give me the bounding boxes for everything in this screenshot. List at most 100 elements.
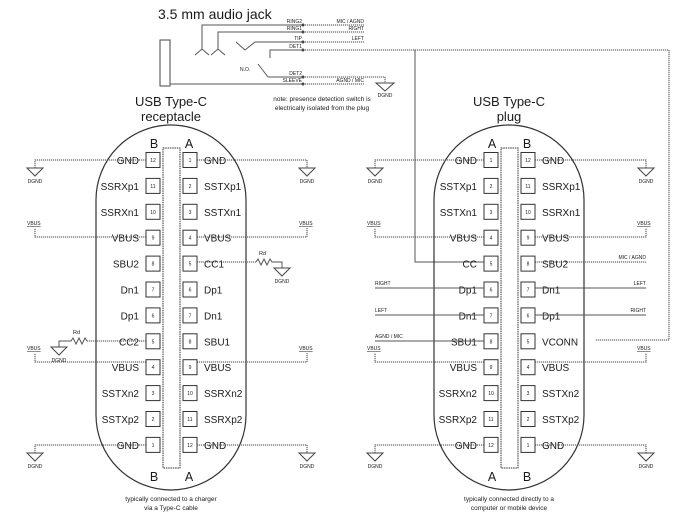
contact-sleeve: SLEEVE — [283, 78, 303, 84]
plug-b-pin-number: 10 — [525, 210, 531, 216]
plug-gnd-wire-bottom-right — [535, 444, 647, 453]
plug-vbus-wire-left-top — [374, 228, 484, 238]
plug-a-pin-name: Dp1 — [459, 286, 478, 297]
plug-b-pin-number: 5 — [527, 339, 530, 345]
plug-vbus-label: VBUS — [637, 346, 651, 352]
receptacle-a-pin-name: GND — [204, 441, 226, 452]
rec-vbus-label: VBUS — [27, 221, 41, 227]
plug-a-pin-number: 11 — [488, 417, 493, 423]
receptacle-b-pin-number: 6 — [152, 313, 155, 319]
receptacle-b-pin-number: 5 — [152, 339, 155, 345]
tip-contact-line — [235, 41, 302, 51]
rec-vbus-label: VBUS — [27, 346, 41, 352]
plug-body-outline — [433, 124, 585, 491]
receptacle-b-pin-number: 3 — [152, 391, 155, 397]
plug-b-pin-number: 6 — [527, 313, 530, 319]
plug-signal-left-sbu1: AGND / MIC — [375, 334, 403, 340]
plug-a-pin-number: 9 — [490, 365, 493, 371]
receptacle-b-pin-name: SSRXp1 — [101, 182, 140, 193]
receptacle-b-pin-name: Dn1 — [121, 286, 140, 297]
note-line1: note: presence detection switch is — [273, 96, 371, 103]
ring1-signal: RIGHT — [348, 26, 364, 32]
plug-pin-box — [483, 281, 499, 298]
receptacle-a-pin-name: Dn1 — [204, 311, 223, 322]
plug-pin-box — [520, 411, 536, 427]
receptacle-title-line1: USB Type-C — [135, 94, 207, 109]
receptacle-a-pin-name: VBUS — [204, 234, 232, 245]
plug-a-pin-number: 10 — [488, 391, 494, 397]
rec-vbus-label: VBUS — [299, 221, 313, 227]
receptacle-a-pin-name: SSTXn1 — [204, 208, 242, 219]
plug-vbus-label: VBUS — [367, 221, 381, 227]
plug-pin-box — [483, 177, 499, 194]
ring1-spring — [210, 48, 226, 56]
plug-caption-line1: typically connected directly to a — [464, 496, 554, 503]
receptacle-b-pin-number: 7 — [152, 288, 155, 294]
plug-vbus-label: VBUS — [637, 221, 651, 227]
plug-row-b-top: B — [523, 137, 531, 151]
receptacle-pin-box — [145, 177, 161, 194]
plug-b-pin-number: 3 — [527, 391, 530, 397]
receptacle-a-pin-name: SSRXp2 — [204, 415, 243, 426]
receptacle-pin-box — [182, 177, 198, 194]
plug-tongue — [500, 147, 519, 469]
receptacle-b-pin-name: GND — [117, 156, 139, 167]
plug-b-pin-number: 12 — [525, 158, 531, 164]
receptacle-pin-box — [145, 229, 161, 246]
receptacle-a-pin-name: Dp1 — [204, 286, 223, 297]
rec-vbus-wire-right-bottom — [197, 353, 308, 363]
plug-pin-box — [520, 359, 536, 376]
det1-to-vconn-wire — [303, 49, 670, 341]
ring1-contact-line — [217, 31, 302, 49]
receptacle-a-pin-number: 7 — [189, 313, 192, 319]
plug-a-pin-number: 4 — [490, 236, 493, 242]
plug-vbus-wire-right-bottom — [535, 353, 647, 363]
plug-title-line2: plug — [497, 109, 522, 124]
receptacle-body-outline — [95, 124, 247, 491]
note-line2: electrically isolated from the plug — [275, 105, 370, 112]
receptacle-b-pin-name: SSRXn1 — [101, 208, 140, 219]
det1-contact-line — [269, 49, 302, 58]
plug-pin-box — [520, 333, 536, 350]
contact-det1: DET1 — [289, 44, 302, 50]
ground-icon — [636, 452, 656, 462]
rec-cc1-rd-label: Rd — [259, 251, 266, 257]
receptacle-a-pin-number: 4 — [189, 236, 192, 242]
receptacle-b-pin-number: 12 — [150, 158, 156, 164]
plug-b-pin-name: Dn1 — [542, 286, 561, 297]
receptacle-pin-box — [182, 385, 198, 402]
receptacle-pin-box — [145, 385, 161, 402]
receptacle-b-pin-number: 11 — [150, 184, 155, 190]
rec-vbus-wire-right-top — [197, 228, 308, 238]
receptacle-b-pin-number: 4 — [152, 365, 155, 371]
plug-b-pin-name: SSRXn1 — [542, 208, 581, 219]
plug-b-pin-name: Dp1 — [542, 311, 561, 322]
receptacle-a-pin-name: GND — [204, 156, 226, 167]
plug-b-pin-name: SSTXp2 — [542, 415, 580, 426]
receptacle-row-b-top: B — [150, 137, 158, 151]
plug-a-pin-name: Dn1 — [459, 311, 478, 322]
receptacle-b-pin-name: Dp1 — [121, 311, 140, 322]
plug-gnd-wire-bottom-left — [374, 444, 484, 453]
plug-a-pin-name: VBUS — [450, 363, 478, 374]
plug-vbus-wire-left-bottom — [374, 353, 484, 363]
receptacle-a-pin-number: 2 — [189, 184, 192, 190]
receptacle-a-pin-number: 11 — [187, 417, 192, 423]
receptacle-pin-box — [145, 307, 161, 324]
receptacle-pin-box — [145, 255, 161, 272]
plug-signal-right-dp1: RIGHT — [630, 308, 646, 314]
det1-to-cc-wire — [414, 50, 487, 263]
rec-dgnd-label: DGND — [300, 464, 315, 470]
rec-gnd-wire-bottom-left — [34, 444, 146, 453]
plug-b-pin-name: SSRXp1 — [542, 182, 581, 193]
sleeve-signal: AGND / MIC — [336, 78, 364, 84]
plug-a-pin-name: VBUS — [450, 234, 478, 245]
plug-signal-right-dn1: LEFT — [634, 281, 646, 287]
plug-b-pin-name: GND — [542, 441, 564, 452]
plug-b-pin-number: 7 — [527, 288, 530, 294]
plug-b-pin-number: 8 — [527, 262, 530, 268]
plug-b-pin-name: VCONN — [542, 337, 578, 348]
rec-dgnd-label: DGND — [28, 179, 43, 185]
